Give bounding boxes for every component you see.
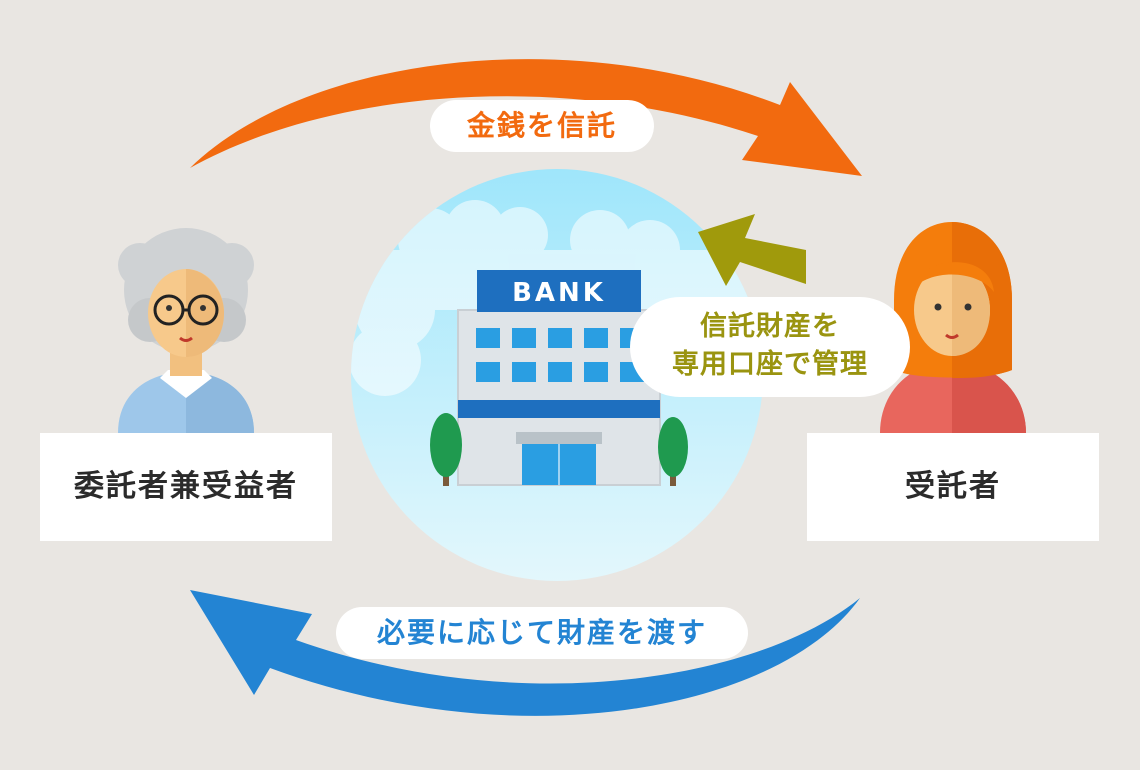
bank-sign-board: [477, 270, 641, 312]
settlor-label: 委託者兼受益者: [40, 433, 332, 541]
middle-arrow-label-line1: 信託財産を: [700, 311, 840, 342]
orange-arrow-body: [190, 59, 862, 176]
trustee-label: 受託者: [807, 433, 1099, 541]
tree-left: [430, 413, 462, 486]
bank-building: [457, 270, 661, 486]
middle-arrow-label-line2: 専用口座で管理: [672, 349, 868, 380]
sky-circle: [351, 169, 763, 581]
trustee-figure: [880, 222, 1026, 433]
tree-right: [658, 417, 688, 486]
blue-arrow-body: [190, 590, 860, 716]
bottom-arrow-label: 必要に応じて財産を渡す: [336, 607, 748, 659]
middle-arrow-label: 信託財産を 専用口座で管理: [630, 297, 910, 397]
top-arrow-label: 金銭を信託: [430, 100, 654, 152]
settlor-figure: [118, 228, 254, 433]
bank-sign-text: BANK: [512, 278, 606, 308]
olive-arrow: [698, 214, 806, 286]
